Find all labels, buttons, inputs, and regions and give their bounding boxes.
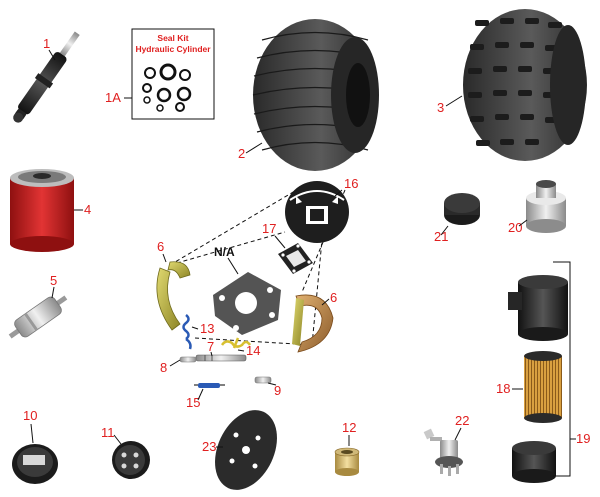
callout-18: 18 <box>496 381 510 396</box>
hour-meter-icon[interactable] <box>12 444 58 484</box>
callout-19: 19 <box>576 431 590 446</box>
callout-1: 1 <box>43 36 50 51</box>
callout-16: 16 <box>344 176 358 191</box>
callout-9: 9 <box>274 383 281 398</box>
explosion-outline <box>169 187 346 346</box>
brake-shoe-right-icon[interactable] <box>292 294 334 353</box>
callout-3: 3 <box>437 100 444 115</box>
gauge-icon[interactable] <box>112 441 150 479</box>
brake-shoe-left-icon[interactable] <box>156 261 191 331</box>
air-filter-element-icon[interactable] <box>524 351 562 423</box>
fuel-filter-icon[interactable] <box>4 289 71 344</box>
coupler-disc-icon[interactable] <box>203 400 289 497</box>
backing-plate-icon[interactable] <box>285 181 349 243</box>
callout-6-left: 6 <box>157 239 164 254</box>
ignition-switch-icon[interactable] <box>423 428 463 476</box>
callout-22: 22 <box>455 413 469 428</box>
seal-kit-icon[interactable] <box>142 63 192 112</box>
bushing-icon[interactable] <box>334 447 360 476</box>
callout-12: 12 <box>342 420 356 435</box>
callout-23: 23 <box>202 439 216 454</box>
tire-ribbed-icon[interactable] <box>252 19 379 171</box>
assembly-bracket <box>553 261 571 477</box>
seal-kit-subtitle: Hydraulic Cylinder <box>135 44 211 54</box>
callout-20: 20 <box>508 220 522 235</box>
callout-7: 7 <box>207 339 214 354</box>
spring-long-icon[interactable] <box>194 383 225 388</box>
hydraulic-cylinder-icon[interactable] <box>8 28 85 127</box>
gasket-icon[interactable] <box>278 243 313 274</box>
callout-21: 21 <box>434 229 448 244</box>
tire-turf-icon[interactable] <box>463 9 587 161</box>
spring-yellow-icon[interactable] <box>220 337 252 349</box>
adjuster-end-right-icon[interactable] <box>254 376 272 384</box>
na-label: N/A <box>214 245 235 259</box>
seal-kit-title: Seal Kit <box>157 33 188 43</box>
adjuster-end-left-icon[interactable] <box>179 356 197 363</box>
callout-14: 14 <box>246 343 260 358</box>
adjuster-icon[interactable] <box>195 354 247 362</box>
callout-15: 15 <box>186 395 200 410</box>
cap-icon[interactable] <box>526 180 566 233</box>
callout-6-right: 6 <box>330 290 337 305</box>
callout-11: 11 <box>101 425 115 440</box>
carrier-plate-icon <box>213 272 281 335</box>
callout-5: 5 <box>50 273 57 288</box>
callout-8: 8 <box>160 360 167 375</box>
callout-13: 13 <box>200 321 214 336</box>
callout-4: 4 <box>84 202 91 217</box>
callout-2: 2 <box>238 146 245 161</box>
callout-10: 10 <box>23 408 37 423</box>
callout-17: 17 <box>262 221 276 236</box>
air-cleaner-icon[interactable] <box>508 275 568 483</box>
spring-blue-icon[interactable] <box>182 314 192 350</box>
oil-filter-icon[interactable] <box>10 169 74 252</box>
dust-cap-icon[interactable] <box>444 193 480 225</box>
callout-1A: 1A <box>105 90 121 105</box>
